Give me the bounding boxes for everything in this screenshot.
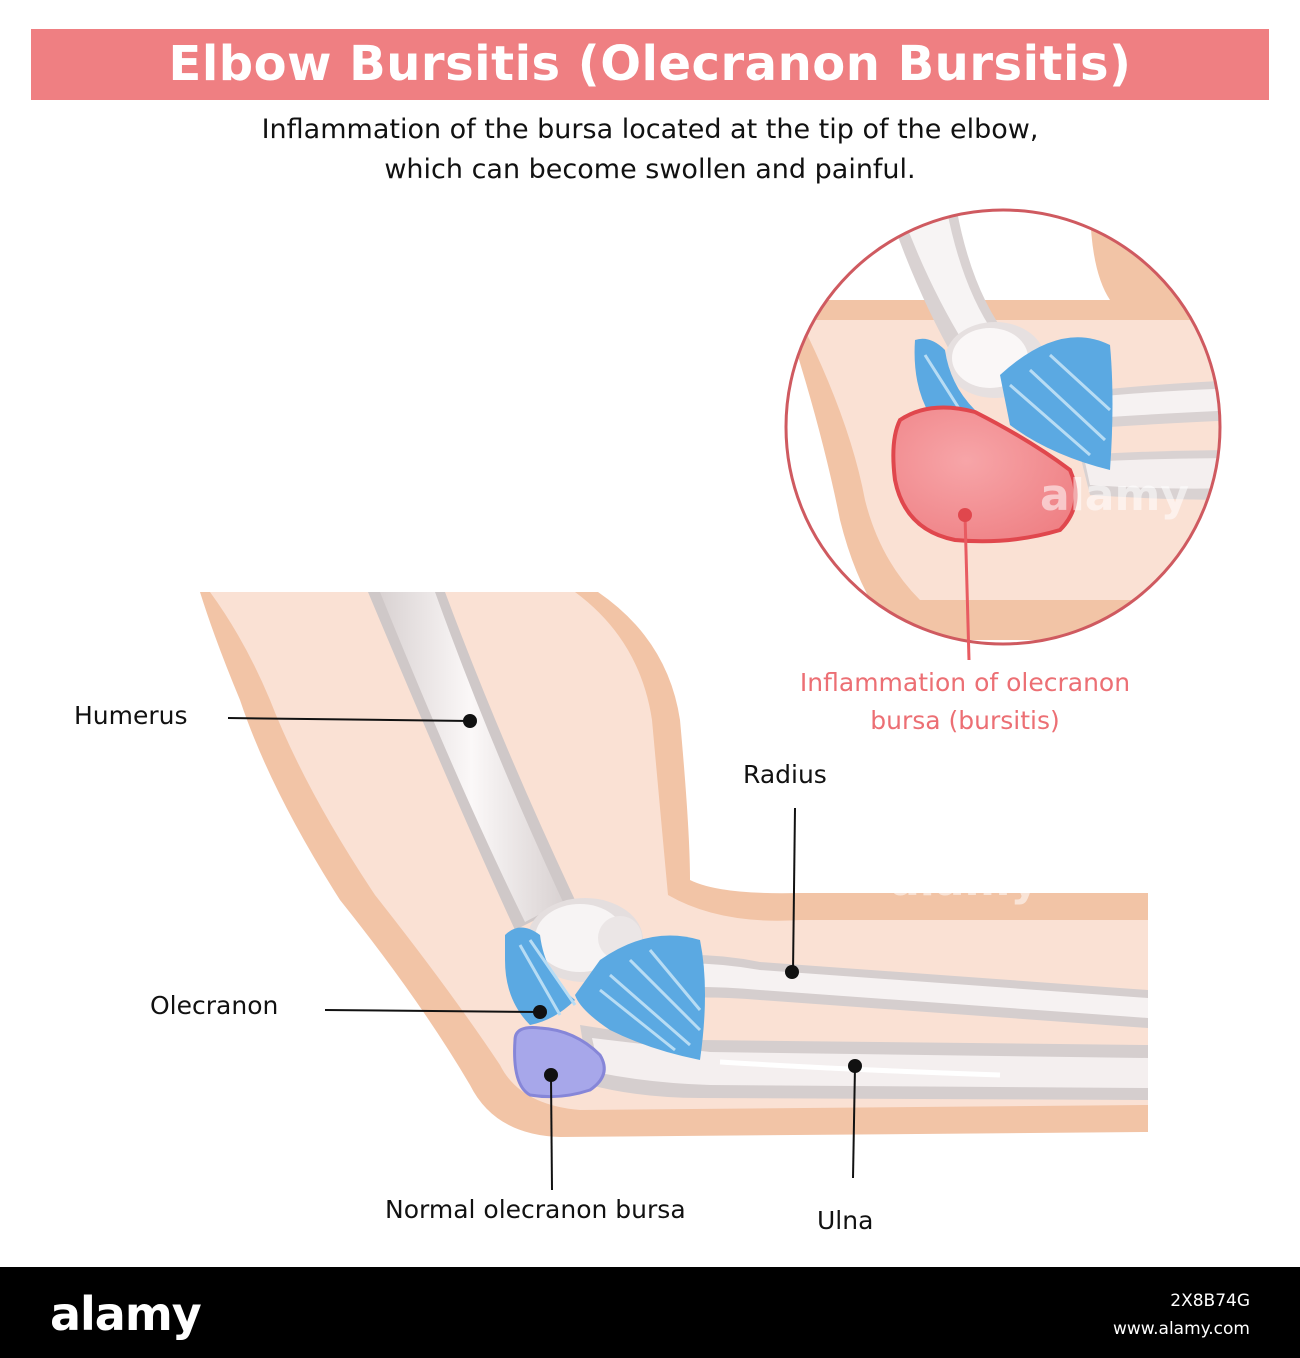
footer-logo: alamy [50, 1287, 202, 1341]
subtitle-line-2: which can become swollen and painful. [384, 154, 916, 185]
zoom-inset [784, 208, 1222, 661]
page-title: Elbow Bursitis (Olecranon Bursitis) [168, 36, 1132, 92]
leader-dots [463, 714, 862, 1082]
watermark: alamy [890, 855, 1039, 906]
label-inflammation: Inflammation of olecranon bursa (bursiti… [760, 664, 1170, 740]
watermark: alamy [1040, 470, 1189, 521]
label-radius: Radius [743, 760, 827, 789]
footer-url: www.alamy.com [1112, 1319, 1250, 1339]
normal-bursa-shape [513, 1026, 606, 1099]
label-ulna: Ulna [817, 1206, 874, 1235]
subtitle-line-1: Inflammation of the bursa located at the… [261, 114, 1039, 145]
stock-footer: alamy 2X8B74G www.alamy.com [0, 1267, 1300, 1358]
elbow-ligaments [505, 927, 705, 1060]
label-olecranon: Olecranon [150, 991, 279, 1020]
leader-lines [227, 717, 856, 1191]
radius-bone [640, 954, 1148, 1028]
label-inflammation-line-2: bursa (bursitis) [870, 706, 1060, 735]
label-inflammation-line-1: Inflammation of olecranon [799, 668, 1131, 697]
ulna-bone [580, 1025, 1148, 1100]
label-normal-bursa: Normal olecranon bursa [385, 1195, 686, 1224]
subtitle: Inflammation of the bursa located at the… [100, 110, 1200, 190]
footer-image-id: 2X8B74G [1170, 1291, 1250, 1311]
title-banner: Elbow Bursitis (Olecranon Bursitis) [31, 29, 1269, 100]
label-humerus: Humerus [74, 701, 188, 730]
humerus-bone [368, 592, 643, 982]
